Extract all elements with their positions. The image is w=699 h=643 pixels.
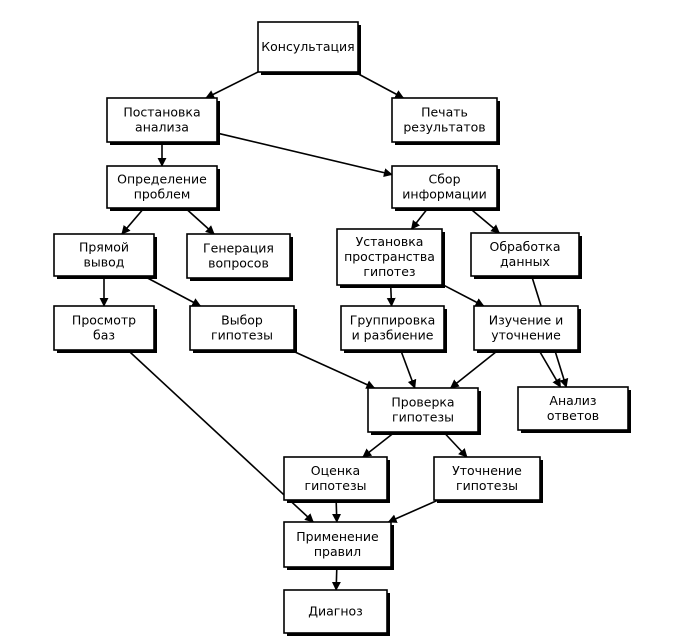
node-label-line: Генерация bbox=[203, 240, 274, 255]
node-label-line: Уточнение bbox=[452, 463, 522, 478]
node-box bbox=[367, 387, 479, 433]
node-label-line: анализа bbox=[135, 119, 189, 134]
edge-opredelenie-to-pryamoy bbox=[121, 207, 145, 235]
node-box bbox=[186, 233, 291, 279]
node-label-line: Проверка bbox=[391, 394, 454, 409]
node-box bbox=[470, 232, 580, 277]
node-label-line: Просмотр bbox=[72, 312, 136, 327]
node-box bbox=[53, 305, 155, 351]
edge-ustanovka-to-gruppirovka bbox=[386, 284, 396, 307]
edge-izuchenie-to-proverka bbox=[449, 349, 499, 389]
node-label-line: Анализ bbox=[549, 393, 596, 408]
node-box bbox=[257, 21, 359, 73]
node-label-line: Прямой bbox=[79, 239, 129, 254]
node-box bbox=[391, 165, 498, 209]
node-label-line: Печать bbox=[421, 104, 468, 119]
edge-sbor-to-obrabotka bbox=[469, 207, 501, 234]
node-label-line: Группировка bbox=[350, 312, 436, 327]
node-label-line: данных bbox=[500, 254, 550, 269]
node-box bbox=[391, 97, 498, 143]
node-box bbox=[433, 456, 541, 501]
edge-postanovka-to-sbor bbox=[216, 132, 393, 178]
node-label-line: Сбор bbox=[428, 171, 460, 186]
edge-ocenka-to-primenenie bbox=[332, 499, 342, 523]
edge-konsultaciya-to-postanovka bbox=[205, 71, 259, 99]
node-box bbox=[283, 521, 392, 568]
edge-proverka-to-ocenka bbox=[362, 431, 396, 458]
edge-proverka-to-utochnenie bbox=[442, 431, 468, 458]
node-box bbox=[517, 386, 629, 431]
edge-prosmotr-to-primenenie bbox=[127, 349, 314, 523]
node-box bbox=[336, 228, 443, 286]
node-diagnoz: Диагноз bbox=[283, 589, 390, 636]
node-label-line: Оценка bbox=[311, 463, 360, 478]
node-label-line: Изучение и bbox=[489, 312, 564, 327]
node-label-line: гипотезы bbox=[456, 478, 518, 493]
node-label-line: информации bbox=[402, 186, 486, 201]
node-box bbox=[283, 456, 388, 501]
node-label-line: вопросов bbox=[208, 255, 269, 270]
node-box bbox=[283, 589, 388, 634]
node-box bbox=[473, 305, 579, 351]
edge-primenenie-to-diagnoz bbox=[331, 566, 341, 591]
node-box bbox=[340, 305, 445, 351]
node-label-line: Диагноз bbox=[308, 603, 363, 618]
node-label-line: Постановка bbox=[123, 104, 200, 119]
node-label-line: результатов bbox=[403, 119, 485, 134]
node-label-line: уточнение bbox=[491, 327, 561, 342]
node-label-line: проблем bbox=[134, 186, 191, 201]
node-label-line: гипотезы bbox=[392, 409, 454, 424]
node-konsultaciya: Консультация bbox=[257, 21, 361, 75]
edge-sbor-to-ustanovka bbox=[410, 207, 429, 230]
node-label-line: гипотез bbox=[363, 264, 415, 279]
edge-opredelenie-to-generaciya bbox=[184, 207, 215, 235]
node-label-line: гипотезы bbox=[305, 478, 367, 493]
edge-izuchenie-to-analiz bbox=[538, 349, 562, 388]
node-label-line: правил bbox=[314, 544, 361, 559]
edge-vybor-to-proverka bbox=[290, 349, 376, 389]
node-box bbox=[106, 97, 218, 143]
node-label-line: и разбиение bbox=[352, 327, 434, 342]
node-label-line: Применение bbox=[296, 529, 379, 544]
node-label-line: вывод bbox=[84, 254, 125, 269]
node-label-line: Установка bbox=[356, 234, 424, 249]
node-label-line: Выбор bbox=[221, 312, 263, 327]
node-label-line: ответов bbox=[547, 408, 599, 423]
edge-pryamoy-to-vybor bbox=[143, 275, 202, 307]
edge-ustanovka-to-izuchenie bbox=[441, 283, 485, 307]
node-label-line: Определение bbox=[117, 171, 207, 186]
node-label-line: Обработка bbox=[490, 239, 561, 254]
node-label-line: Консультация bbox=[261, 39, 354, 54]
node-label-line: гипотезы bbox=[211, 327, 273, 342]
node-label-line: баз bbox=[93, 327, 115, 342]
node-box bbox=[53, 233, 155, 277]
node-box bbox=[106, 165, 218, 209]
edge-utochnenie-to-primenenie bbox=[387, 499, 439, 523]
node-label-line: пространства bbox=[344, 249, 435, 264]
edge-gruppirovka-to-proverka bbox=[399, 349, 417, 389]
node-box bbox=[189, 305, 295, 351]
edge-konsultaciya-to-pechat bbox=[354, 71, 405, 99]
